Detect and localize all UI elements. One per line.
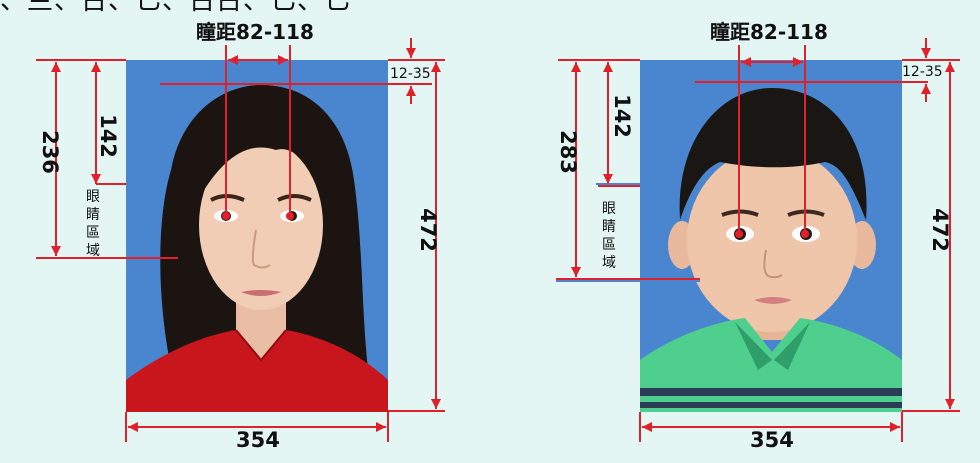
woman-photo-height-label: 472 xyxy=(415,208,440,252)
top-banner-text: 、兰、古、匕、古古、匕、匕 xyxy=(0,0,352,16)
woman-photo xyxy=(126,60,388,412)
boy-eye-region-label: 眼睛區域 xyxy=(602,201,616,271)
woman-photo-width-label: 354 xyxy=(236,428,280,452)
boy-photo-width-label: 354 xyxy=(750,428,794,452)
boy-photo-height-label: 472 xyxy=(927,208,952,252)
boy-top-margin-label: 12-35 xyxy=(902,64,943,80)
boy-head-height-label: 283 xyxy=(555,130,580,174)
woman-head-top-to-eye-label: 142 xyxy=(95,114,120,158)
boy-photo xyxy=(640,60,902,412)
boy-head-top-to-eye-label: 142 xyxy=(609,94,634,138)
woman-pupil-distance-label: 瞳距82-118 xyxy=(196,20,314,44)
woman-head-height-label: 236 xyxy=(37,130,62,174)
panel-woman: 瞳距82-118 12-35 142 236 眼睛區域 472 354 xyxy=(36,20,445,452)
woman-eye-region-label: 眼睛區域 xyxy=(86,189,100,259)
boy-pupil-distance-label: 瞳距82-118 xyxy=(710,20,828,44)
woman-top-margin-label: 12-35 xyxy=(390,66,431,82)
panel-boy: 瞳距82-118 12-35 142 283 眼睛區域 472 354 xyxy=(490,0,980,463)
